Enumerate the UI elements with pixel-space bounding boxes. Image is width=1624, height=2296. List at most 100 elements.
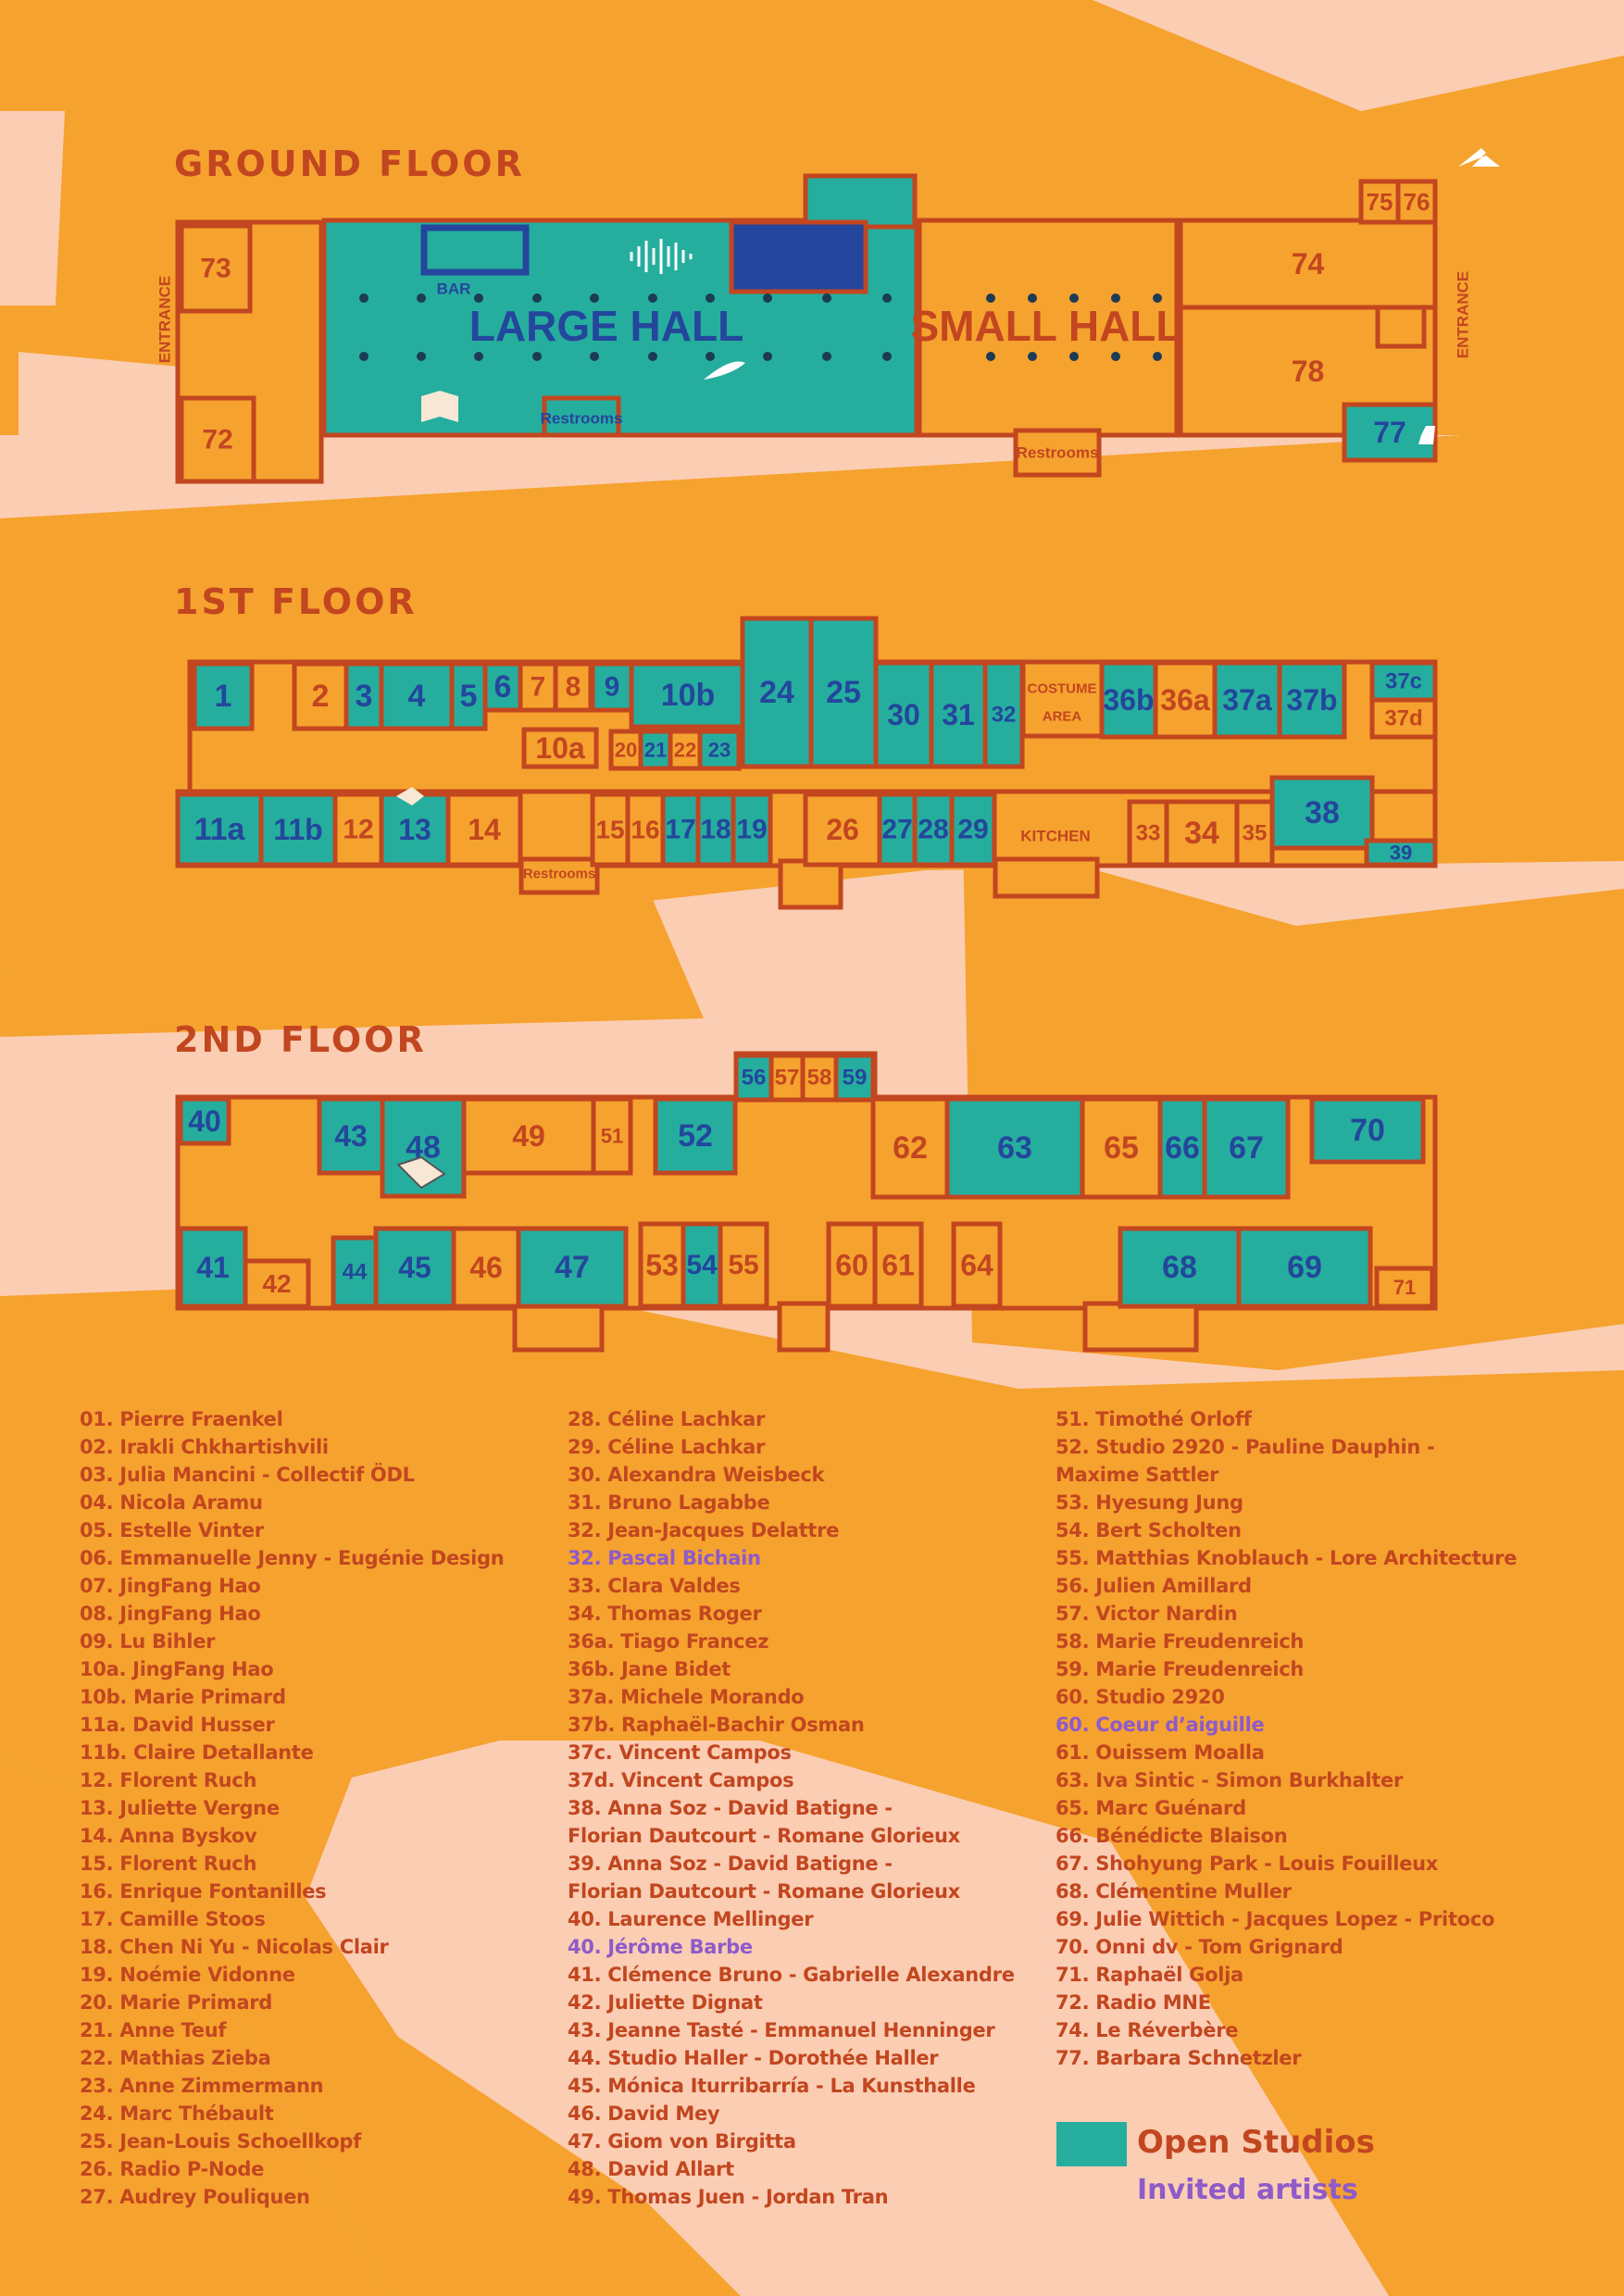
room-73[interactable] — [179, 223, 253, 314]
room-33[interactable] — [1127, 799, 1169, 867]
pillar — [532, 293, 542, 303]
ground-floor-plan — [175, 173, 1438, 484]
room-label-2: 2 — [312, 679, 330, 714]
room-label-15: 15 — [595, 816, 624, 844]
large-hall-restrooms[interactable] — [542, 395, 621, 438]
room-label-13: 13 — [398, 813, 431, 846]
first-restrooms-label: Restrooms — [523, 867, 595, 882]
ground-east-niche — [1375, 305, 1427, 349]
room-18[interactable] — [695, 792, 736, 867]
room-label-24: 24 — [759, 675, 794, 710]
room-59[interactable] — [833, 1053, 876, 1103]
open-studios-swatch — [1056, 2122, 1127, 2166]
ground-floor-title: GROUND FLOOR — [174, 144, 525, 184]
room-label-72: 72 — [202, 425, 232, 455]
pillar — [822, 293, 831, 303]
room-16[interactable] — [625, 792, 666, 867]
room-45[interactable] — [373, 1226, 456, 1309]
room-31[interactable] — [929, 660, 988, 769]
room-37b[interactable] — [1277, 660, 1347, 740]
room-37a[interactable] — [1212, 660, 1282, 740]
room-77[interactable] — [1342, 402, 1438, 463]
room-6[interactable] — [482, 661, 523, 713]
room-7[interactable] — [518, 661, 558, 713]
small-hall[interactable] — [917, 218, 1180, 438]
room-label-68: 68 — [1162, 1250, 1197, 1285]
directory-entry: 19. Noémie Vidonne — [80, 1964, 295, 1986]
room-72[interactable] — [179, 395, 256, 484]
directory-entry: 15. Florent Ruch — [80, 1853, 257, 1875]
room-32[interactable] — [982, 660, 1025, 769]
room-label-32: 32 — [992, 703, 1017, 728]
directory-entry: 37a. Michele Morando — [568, 1686, 805, 1708]
room-64[interactable] — [951, 1221, 1003, 1309]
room-label-34: 34 — [1184, 816, 1219, 851]
room-68[interactable] — [1118, 1226, 1242, 1309]
room-24[interactable] — [740, 616, 814, 769]
room-52[interactable] — [653, 1096, 738, 1176]
room-label-77: 77 — [1373, 416, 1406, 449]
room-label-22: 22 — [674, 739, 696, 762]
room-67[interactable] — [1202, 1096, 1291, 1200]
room-19[interactable] — [731, 792, 773, 867]
room-14[interactable] — [445, 792, 523, 867]
room-37c[interactable] — [1369, 660, 1438, 703]
room-label-46: 46 — [469, 1251, 503, 1284]
first-restrooms[interactable] — [518, 856, 600, 895]
directory-entry: 18. Chen Ni Yu - Nicolas Clair — [80, 1936, 389, 1958]
room-51[interactable] — [591, 1096, 633, 1176]
room-61[interactable] — [872, 1221, 924, 1309]
pillar — [882, 352, 892, 361]
room-29[interactable] — [949, 792, 997, 867]
room-37d[interactable] — [1369, 697, 1438, 740]
directory-entry: 51. Timothé Orloff — [1056, 1408, 1252, 1430]
room-2[interactable] — [292, 661, 349, 731]
room-36a[interactable] — [1153, 660, 1218, 740]
room-69[interactable] — [1236, 1226, 1373, 1309]
first-floor-title: 1ST FLOOR — [174, 581, 418, 622]
first-floor-plan — [175, 616, 1438, 910]
room-55[interactable] — [718, 1221, 769, 1309]
room-3[interactable] — [344, 661, 384, 731]
pillar — [590, 352, 599, 361]
directory-entry: 61. Ouissem Moalla — [1056, 1741, 1265, 1764]
room-47[interactable] — [516, 1226, 629, 1309]
room-40[interactable] — [178, 1096, 231, 1146]
directory-entry: 53. Hyesung Jung — [1056, 1491, 1243, 1514]
room-label-37c: 37c — [1385, 669, 1422, 694]
directory-entry: 72. Radio MNE — [1056, 1991, 1211, 2014]
directory-entry: 68. Clémentine Muller — [1056, 1880, 1292, 1903]
room-70[interactable] — [1309, 1096, 1426, 1165]
room-label-52: 52 — [678, 1118, 713, 1154]
room-42[interactable] — [243, 1258, 311, 1309]
room-label-73: 73 — [200, 254, 231, 284]
room-71[interactable] — [1374, 1266, 1435, 1309]
room-38[interactable] — [1269, 775, 1375, 851]
pillar — [417, 352, 426, 361]
room-1[interactable] — [192, 661, 255, 731]
directory-entry: 74. Le Réverbère — [1056, 2019, 1239, 2041]
room-49[interactable] — [461, 1096, 596, 1176]
pillar — [1069, 352, 1079, 361]
room-10a[interactable] — [521, 727, 599, 769]
room-74[interactable] — [1178, 218, 1438, 310]
directory-entry: 37c. Vincent Campos — [568, 1741, 792, 1764]
room-65[interactable] — [1080, 1096, 1163, 1200]
room-25[interactable] — [808, 616, 879, 769]
room-15[interactable] — [590, 792, 631, 867]
room-17[interactable] — [660, 792, 701, 867]
room-27[interactable] — [877, 792, 918, 867]
room-label-4: 4 — [408, 679, 426, 714]
room-26[interactable] — [803, 792, 882, 867]
directory-entry: 60. Studio 2920 — [1056, 1686, 1225, 1708]
pillar — [986, 352, 995, 361]
small-hall-restrooms[interactable] — [1013, 428, 1102, 478]
directory-entry: 40. Laurence Mellinger — [568, 1908, 814, 1930]
room-66[interactable] — [1157, 1096, 1207, 1200]
room-23[interactable] — [697, 729, 742, 771]
room-43[interactable] — [317, 1096, 385, 1176]
costume-area[interactable] — [1020, 659, 1105, 739]
room-39[interactable] — [1364, 838, 1438, 867]
directory-entry: 27. Audrey Pouliquen — [80, 2186, 310, 2208]
